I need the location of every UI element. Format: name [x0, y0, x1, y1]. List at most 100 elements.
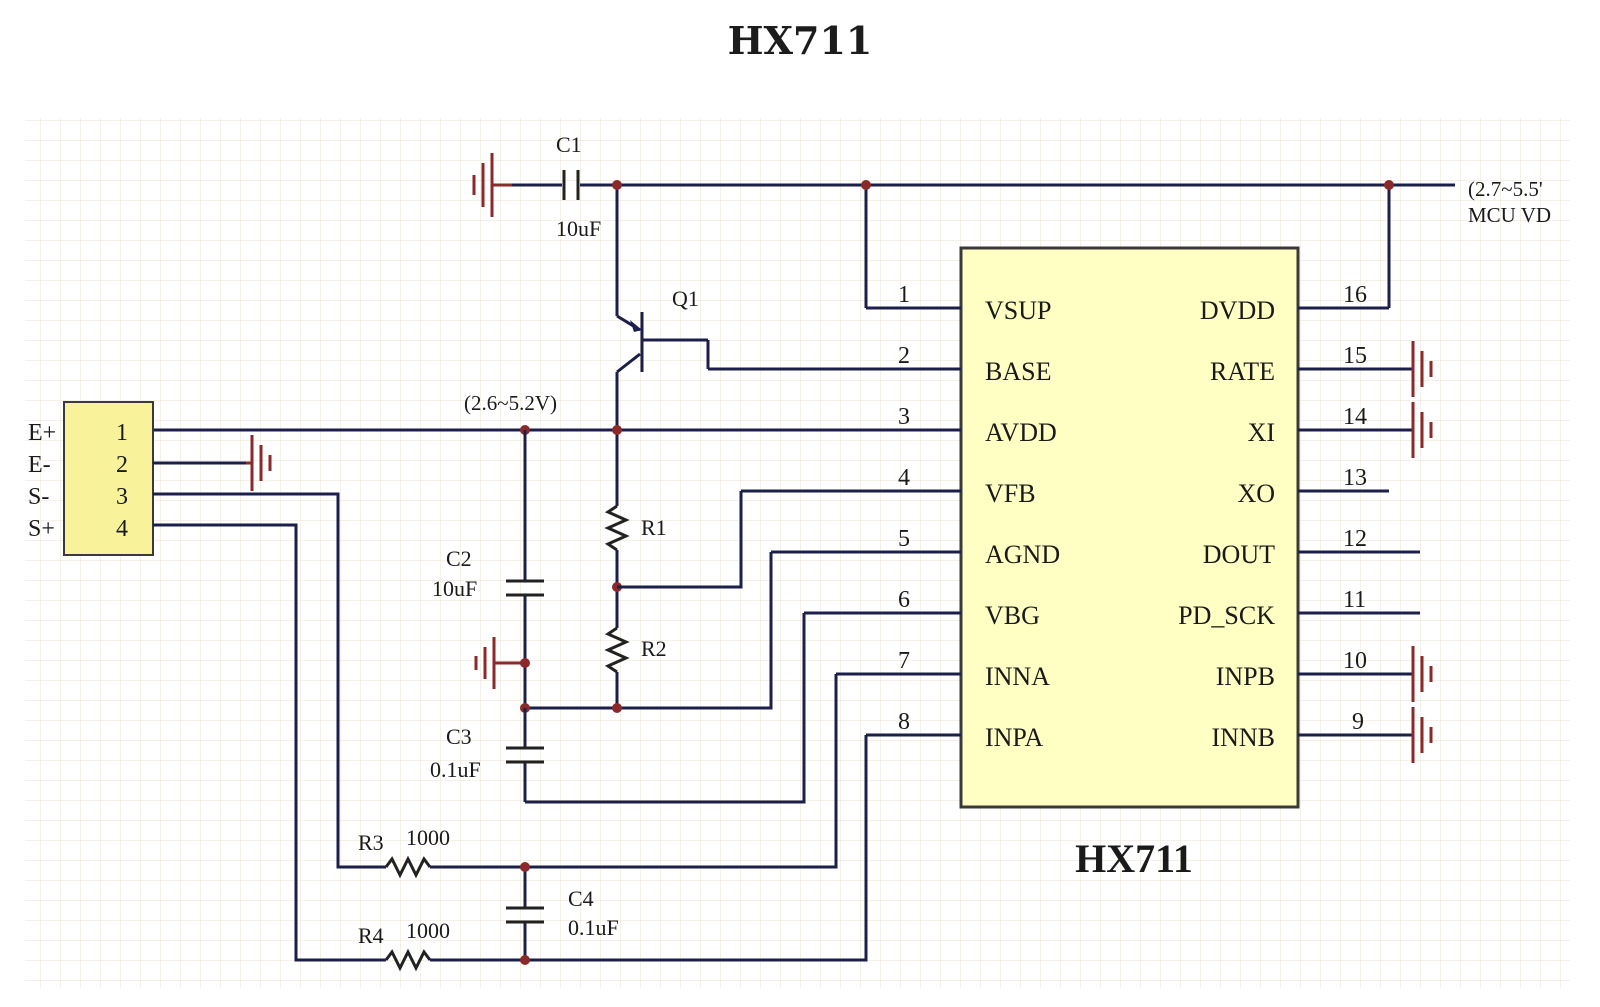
hx711-chip	[959, 246, 1300, 809]
pin-num-13: 13	[1343, 465, 1367, 491]
ground-symbol-innb	[1411, 707, 1433, 763]
ground-symbol-inpb	[1411, 646, 1433, 702]
pin-num-7: 7	[898, 648, 910, 674]
capacitor-c1	[562, 170, 580, 200]
capacitor-c4	[506, 906, 544, 924]
resistor-r1	[604, 504, 630, 552]
r2-ref: R2	[641, 636, 667, 661]
pin-label-inpa: INPA	[985, 723, 1044, 752]
pin-label-agnd: AGND	[985, 540, 1060, 569]
pin-label-vbg: VBG	[985, 601, 1040, 630]
connector-pin-1: 1	[116, 420, 128, 446]
resistor-r3	[384, 855, 432, 879]
avdd-range-note: (2.6~5.2V)	[464, 391, 557, 415]
transistor-q1	[615, 312, 716, 506]
chip-name: HX711	[1075, 836, 1193, 881]
pin-num-3: 3	[898, 404, 910, 430]
left-pin-stubs	[153, 306, 961, 737]
r4-ref: R4	[358, 923, 384, 948]
vfb-wire	[617, 491, 743, 589]
pin-num-4: 4	[898, 465, 910, 491]
c4-value: 0.1uF	[568, 915, 619, 940]
junction-dot	[520, 862, 530, 872]
junction-dot	[612, 425, 622, 435]
junction-dot	[612, 180, 622, 190]
ground-symbol-xi	[1411, 402, 1433, 458]
emitter-arrow	[630, 320, 642, 332]
ground-symbol-rate	[1411, 341, 1433, 397]
s-plus-wire	[153, 523, 386, 962]
c1-ref: C1	[556, 132, 582, 157]
resistor-r2	[604, 626, 630, 674]
c4-ref: C4	[568, 886, 594, 911]
ground-symbol	[472, 153, 512, 217]
pin-label-dvdd: DVDD	[1200, 296, 1275, 325]
junction-dot	[1384, 180, 1394, 190]
capacitor-c3	[506, 746, 544, 764]
signal-s-minus: S-	[28, 484, 49, 510]
junction-dot	[861, 180, 871, 190]
pin-num-8: 8	[898, 709, 910, 735]
pin-label-base: BASE	[985, 357, 1051, 386]
pin-num-14: 14	[1343, 404, 1367, 430]
pin-num-2: 2	[898, 343, 910, 369]
pin-num-5: 5	[898, 526, 910, 552]
connector-pin-numbers: 1 2 3 4	[116, 420, 128, 542]
pin-label-vsup: VSUP	[985, 296, 1051, 325]
connector-pin-3: 3	[116, 484, 128, 510]
right-pin-stubs	[1298, 306, 1420, 737]
c2-ref: C2	[446, 546, 472, 571]
power-rail	[512, 183, 1455, 316]
chip-left-pins: VSUP BASE AVDD VFB AGND VBG INNA INPA	[985, 296, 1060, 752]
pin-num-16: 16	[1343, 282, 1367, 308]
signal-e-plus: E+	[28, 420, 56, 446]
c3-wires	[523, 613, 806, 804]
capacitor-c2	[506, 579, 544, 597]
pin-label-inpb: INPB	[1216, 662, 1275, 691]
pin-label-avdd: AVDD	[985, 418, 1057, 447]
pin-num-1: 1	[898, 282, 910, 308]
r4-value: 1000	[406, 918, 450, 943]
c3-ref: C3	[446, 724, 472, 749]
pin-label-dout: DOUT	[1203, 540, 1275, 569]
signal-e-minus: E-	[28, 452, 51, 478]
pin-num-15: 15	[1343, 343, 1367, 369]
signal-s-plus: S+	[28, 516, 55, 542]
pin-label-vfb: VFB	[985, 479, 1036, 508]
ground-symbol	[246, 435, 272, 491]
pin-num-12: 12	[1343, 526, 1367, 552]
pin-label-xi: XI	[1248, 418, 1275, 447]
s-minus-wire	[153, 492, 386, 869]
junction-dot	[520, 955, 530, 965]
pin-num-9: 9	[1352, 709, 1364, 735]
pin-label-innb: INNB	[1211, 723, 1275, 752]
c3-value: 0.1uF	[430, 757, 481, 782]
pin-label-xo: XO	[1237, 479, 1275, 508]
mcu-range-note: (2.7~5.5'	[1468, 177, 1543, 201]
chip-right-pins: DVDD RATE XI XO DOUT PD_SCK INPB INNB	[1178, 296, 1275, 752]
resistor-r4	[384, 948, 432, 972]
c2-value: 10uF	[432, 576, 477, 601]
junction-dot	[612, 703, 622, 713]
inna-wire	[430, 674, 838, 869]
r1-ref: R1	[641, 515, 667, 540]
connector-pin-4: 4	[116, 516, 128, 542]
inpa-wire	[430, 735, 868, 962]
q1-ref: Q1	[672, 286, 699, 311]
mcu-label-note: MCU VD	[1468, 203, 1551, 227]
connector-j1	[63, 401, 154, 556]
c1-value: 10uF	[556, 216, 601, 241]
pin-num-10: 10	[1343, 648, 1367, 674]
pin-num-6: 6	[898, 587, 910, 613]
agnd-wire	[525, 552, 773, 710]
junction-dot	[520, 658, 530, 668]
chip-right-pin-numbers: 16 15 14 13 12 11 10 9	[1343, 282, 1367, 735]
chip-left-pin-numbers: 1 2 3 4 5 6 7 8	[898, 282, 910, 735]
ground-symbol	[474, 637, 525, 689]
pin-label-rate: RATE	[1210, 357, 1275, 386]
pin-label-pd-sck: PD_SCK	[1178, 601, 1275, 630]
pin-num-11: 11	[1343, 587, 1366, 613]
page-title: HX711	[727, 18, 873, 63]
r3-ref: R3	[358, 830, 384, 855]
